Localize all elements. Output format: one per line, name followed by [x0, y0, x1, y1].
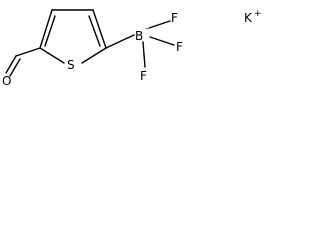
chemical-structure: O S B - F F F K + [2, 9, 262, 88]
bond-c5-s [39, 47, 65, 64]
atom-potassium: K [244, 11, 253, 25]
atom-sulfur: S [67, 58, 75, 72]
atom-boron: B [135, 29, 143, 43]
bond-c5-c4-double [44, 15, 56, 47]
atom-fluorine-1: F [171, 11, 178, 25]
bond-s-c2 [81, 47, 107, 64]
potassium-charge: + [254, 9, 262, 19]
bond-b-f3 [142, 41, 146, 68]
atom-fluorine-2: F [176, 40, 183, 54]
bond-aldehyde-c-o-double [9, 58, 21, 77]
bond-aldehyde-c-ring [15, 47, 41, 57]
bond-c3-c2 [92, 9, 107, 49]
bond-b-f2 [149, 36, 175, 46]
bond-aldehyde-c-o [5, 55, 17, 74]
bond-c3-c2-double [88, 15, 101, 47]
atom-oxygen: O [2, 74, 11, 88]
bond-c2-b [105, 34, 135, 49]
atom-fluorine-3: F [140, 69, 147, 83]
bond-b-f1 [148, 20, 171, 29]
boron-charge: - [145, 24, 148, 34]
bond-c5-c4 [39, 9, 53, 49]
